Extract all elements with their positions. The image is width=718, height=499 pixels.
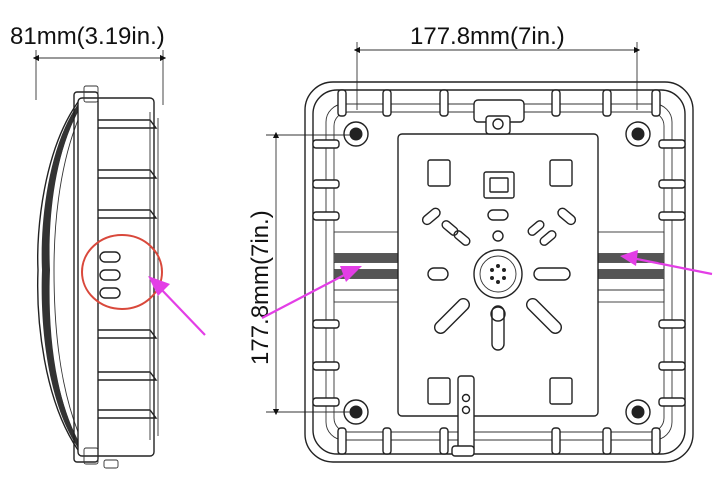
magenta-arrow-icon [620,250,713,276]
highlight-circle [81,234,163,310]
front-width-dimension: 177.8mm(7in.) [353,23,641,110]
side-fins [98,112,159,440]
front-bottom-fins [337,427,661,455]
side-lens [37,101,79,451]
side-view: 81mm(3.19in.) [10,23,206,469]
side-depth-label: 81mm(3.19in.) [10,23,165,50]
plate-square-slots [427,159,573,405]
front-view: 177.8mm(7in.) 177.8mm(7in.) [247,23,713,463]
side-vents [99,251,121,299]
side-depth-dimension: 81mm(3.19in.) [10,23,167,105]
front-housing-outer [304,81,694,463]
front-left-fins [312,139,340,407]
front-width-label: 177.8mm(7in.) [410,23,565,50]
magenta-arrow-icon [148,276,206,336]
plate-slots [421,207,577,351]
magenta-arrow-icon [261,266,362,319]
screw-hole-icon [343,121,651,425]
front-height-label: 177.8mm(7in.) [247,210,274,365]
bottom-latch [451,375,475,457]
center-knockout [473,249,523,299]
front-right-fins [658,139,686,407]
side-housing [77,97,155,457]
front-height-dimension: 177.8mm(7in.) [247,131,355,416]
front-top-fins [337,89,661,117]
